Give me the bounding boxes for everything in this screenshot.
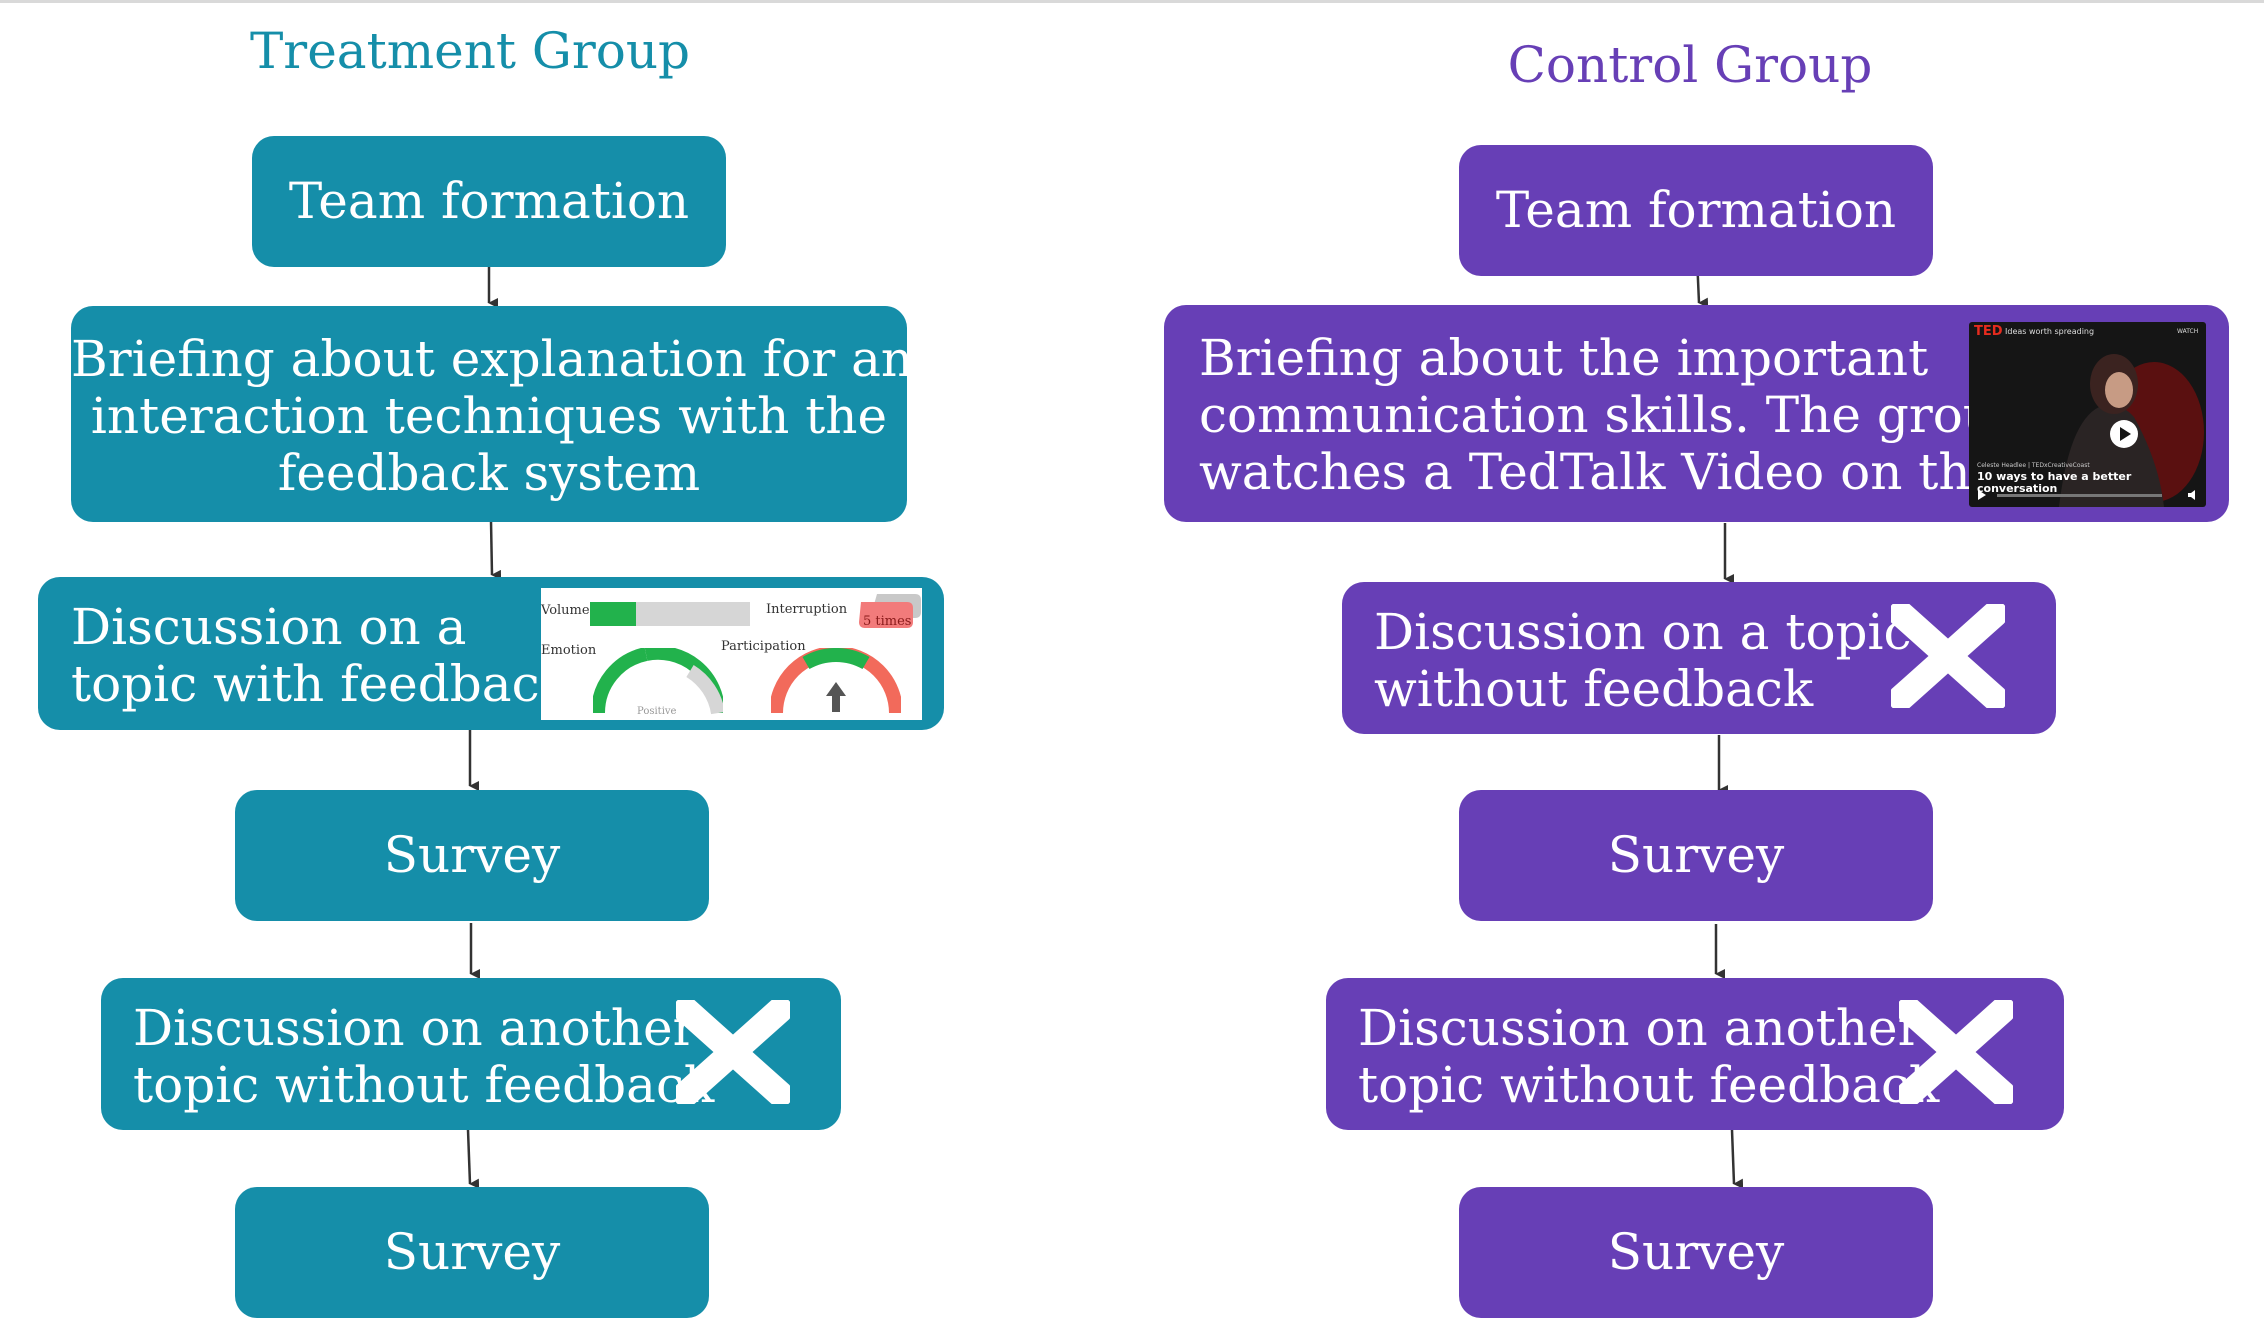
treatment-another-line-1: Discussion on another xyxy=(133,999,697,1057)
treatment-discussion-line-2: topic with feedback xyxy=(71,655,570,713)
close-icon xyxy=(676,1000,790,1104)
treatment-team-formation-step: Team formation xyxy=(252,136,726,267)
ted-tagline: Ideas worth spreading xyxy=(2005,327,2095,336)
treatment-discussion-line-1: Discussion on a xyxy=(71,598,467,656)
video-title: 10 ways to have a better conversation xyxy=(1977,470,2132,495)
close-icon xyxy=(1891,604,2005,708)
control-team-formation-step: Team formation xyxy=(1459,145,1933,276)
emotion-gauge xyxy=(593,648,723,715)
interruption-label: Interruption xyxy=(766,602,848,617)
treatment-briefing-line-3: feedback system xyxy=(277,444,701,502)
control-briefing-line-1: Briefing about the important xyxy=(1199,329,1929,387)
watch-label: WATCH xyxy=(2177,328,2199,335)
participation-gauge xyxy=(771,648,901,714)
treatment-briefing-line-2: interaction techniques with the xyxy=(90,387,888,445)
control-discussion-line-2: without feedback xyxy=(1374,660,1814,718)
treatment-another-line-2: topic without feedback xyxy=(133,1056,715,1114)
emotion-value: Positive xyxy=(637,706,677,717)
play-icon[interactable] xyxy=(2109,419,2139,449)
tedtalk-video-thumbnail[interactable]: TED Ideas worth spreading WATCH Celeste … xyxy=(1969,322,2206,507)
volume-icon[interactable] xyxy=(2187,489,2199,501)
arrow-up-icon xyxy=(826,682,846,712)
top-divider xyxy=(0,0,2264,3)
treatment-discussion-without-feedback-step: Discussion on another topic without feed… xyxy=(101,978,841,1130)
treatment-team-formation-label: Team formation xyxy=(288,172,690,230)
emotion-label: Emotion xyxy=(541,643,597,658)
control-briefing-step: Briefing about the important communicati… xyxy=(1164,305,2229,522)
control-discussion-line-1: Discussion on a topic xyxy=(1374,603,1912,661)
treatment-discussion-with-feedback-step: Discussion on a topic with feedback Volu… xyxy=(38,577,944,730)
control-group-heading: Control Group xyxy=(1507,36,1873,94)
control-discussion-on-another-topic-step: Discussion on another topic without feed… xyxy=(1326,978,2064,1130)
ted-logo: TED xyxy=(1974,324,2003,339)
arrow-control-5 xyxy=(1730,1129,1744,1189)
video-speaker: Celeste Headlee | TEDxCreativeCoast xyxy=(1977,462,2090,469)
interruption-badge xyxy=(859,594,921,628)
feedback-system-widget: Volume Interruption 5 times Emotion Part… xyxy=(541,588,922,720)
video-progress-bar[interactable] xyxy=(1997,494,2162,497)
control-survey-2-step: Survey xyxy=(1459,1187,1933,1318)
control-survey-1-step: Survey xyxy=(1459,790,1933,921)
interruption-count: 5 times xyxy=(863,614,912,629)
control-briefing-line-2: communication skills. The group xyxy=(1199,386,2028,444)
arrow-treatment-5 xyxy=(466,1129,480,1189)
control-another-line-1: Discussion on another xyxy=(1358,999,1922,1057)
control-discussion-without-feedback-step: Discussion on a topic without feedback xyxy=(1342,582,2056,734)
volume-label: Volume xyxy=(541,603,590,618)
control-team-formation-label: Team formation xyxy=(1495,181,1897,239)
play-small-icon[interactable] xyxy=(1977,489,1987,501)
treatment-survey-1-label: Survey xyxy=(383,826,561,884)
treatment-group-heading: Treatment Group xyxy=(249,22,691,80)
control-survey-1-label: Survey xyxy=(1607,826,1785,884)
arrow-treatment-2 xyxy=(489,520,502,580)
treatment-briefing-step: Briefing about explanation for and inter… xyxy=(71,306,946,522)
control-briefing-line-3: watches a TedTalk Video on this. xyxy=(1199,443,2029,501)
close-icon xyxy=(1899,1000,2013,1104)
treatment-survey-2-label: Survey xyxy=(383,1223,561,1281)
control-survey-2-label: Survey xyxy=(1607,1223,1785,1281)
treatment-survey-1-step: Survey xyxy=(235,790,709,921)
participation-label: Participation xyxy=(721,639,806,654)
speaker-figure xyxy=(2059,354,2204,507)
treatment-survey-2-step: Survey xyxy=(235,1187,709,1318)
volume-meter-fill xyxy=(590,602,637,626)
volume-meter xyxy=(590,602,750,626)
treatment-briefing-line-1: Briefing about explanation for and xyxy=(71,330,946,388)
control-another-line-2: topic without feedback xyxy=(1358,1056,1940,1114)
